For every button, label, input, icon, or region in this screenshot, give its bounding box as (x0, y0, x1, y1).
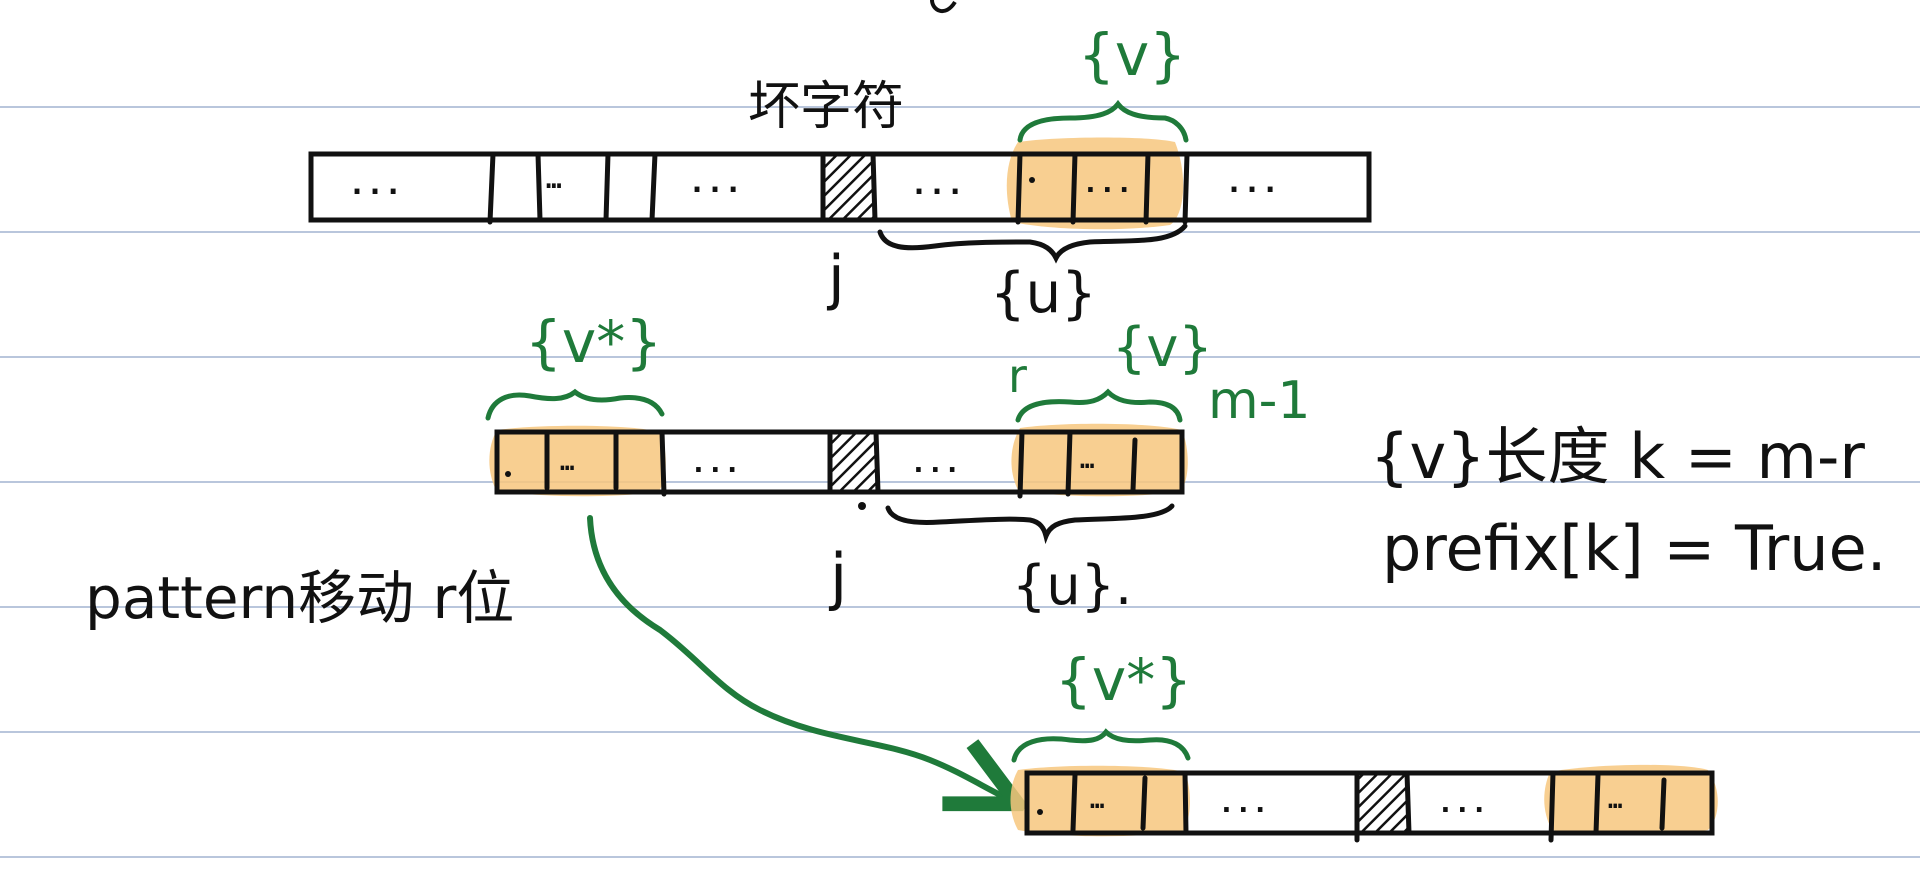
formula-k-length: {v}长度 k = m-r (1370, 420, 1865, 493)
cell-divider (535, 151, 543, 223)
cell-ellipsis: ... (910, 446, 961, 479)
brace-v-top (1017, 99, 1189, 143)
bad-char-label: 坏字符 (748, 77, 904, 137)
shift-arrow (587, 515, 1010, 800)
cell-divider (1404, 770, 1412, 836)
stray-ink-mark (930, 0, 957, 14)
cell-ellipsis: … (1090, 786, 1104, 814)
cell-ellipsis: ... (1082, 166, 1133, 199)
cell-divider (487, 151, 496, 225)
cell-dot (1037, 809, 1043, 815)
cell-divider (873, 429, 881, 495)
brace-vstar-bottom (1011, 728, 1191, 763)
brace-u-middle (885, 503, 1175, 545)
vstar-label-bottom: {v*} (1055, 646, 1192, 714)
cell-ellipsis: ... (1225, 165, 1279, 200)
array-outline (1024, 770, 1715, 836)
v-label-middle: {v} (1112, 316, 1213, 379)
cell-divider (1017, 429, 1025, 499)
m-minus-1-label: m-1 (1208, 371, 1311, 431)
bad-char-cell (1357, 773, 1407, 833)
cell-ellipsis: … (1608, 786, 1622, 814)
cell-ellipsis: ... (690, 446, 741, 479)
cell-divider (659, 429, 667, 497)
pattern-array-bottom: … ... ... … (1010, 764, 1718, 843)
formula-prefix-true: prefix[k] = True. (1382, 512, 1886, 585)
cell-divider (603, 151, 611, 223)
cell-divider (649, 151, 658, 223)
v-label-top: {v} (1078, 21, 1186, 89)
vstar-label-middle: {v*} (525, 308, 662, 376)
bad-char-cell (830, 432, 876, 492)
cell-divider (1182, 770, 1189, 836)
highlight-region (1006, 137, 1184, 230)
brace-u-top (877, 223, 1188, 264)
cell-divider (1065, 429, 1073, 497)
cell-ellipsis: ... (1218, 786, 1269, 819)
j-label-middle: j (828, 540, 847, 613)
cell-ellipsis: … (1080, 446, 1094, 474)
cell-divider (1548, 770, 1556, 843)
cell-ellipsis: ... (1437, 786, 1488, 819)
cell-divider (1015, 151, 1023, 225)
cell-divider (1070, 151, 1078, 225)
cell-ellipsis: ... (910, 167, 964, 202)
cell-dot (505, 471, 511, 477)
shift-note: pattern移动 r位 (85, 564, 514, 632)
ruled-lines (0, 106, 1920, 858)
pattern-array-middle: … ... ... … (489, 423, 1188, 499)
cell-divider (1130, 437, 1138, 493)
cell-divider (1593, 772, 1601, 836)
text-array-top: ... … ... ... ... ... (308, 137, 1372, 230)
brace-vstar-middle (485, 388, 665, 421)
r-label-middle: r (1008, 349, 1027, 403)
cell-divider (1659, 777, 1667, 831)
highlight-region (1544, 764, 1718, 836)
array-outline (308, 151, 1372, 223)
cell-divider (1140, 775, 1148, 831)
cell-dot (1029, 177, 1035, 183)
j-dot-middle (858, 502, 866, 510)
cell-ellipsis: … (546, 165, 562, 195)
u-label-middle: {u}. (1012, 554, 1132, 617)
highlight-region (489, 425, 666, 497)
array-outline (494, 429, 1185, 495)
cell-ellipsis: … (560, 448, 574, 476)
u-label-top: {u} (990, 261, 1097, 326)
cell-divider (870, 151, 878, 223)
bad-char-cell (823, 154, 873, 220)
cell-ellipsis: ... (688, 165, 742, 200)
cell-divider (1143, 151, 1151, 225)
highlight-region (1011, 423, 1188, 497)
j-label-top: j (826, 243, 845, 313)
cell-divider (1182, 151, 1190, 225)
brace-v-middle (1015, 388, 1183, 423)
cell-divider (1070, 772, 1078, 833)
cell-ellipsis: ... (348, 167, 402, 202)
